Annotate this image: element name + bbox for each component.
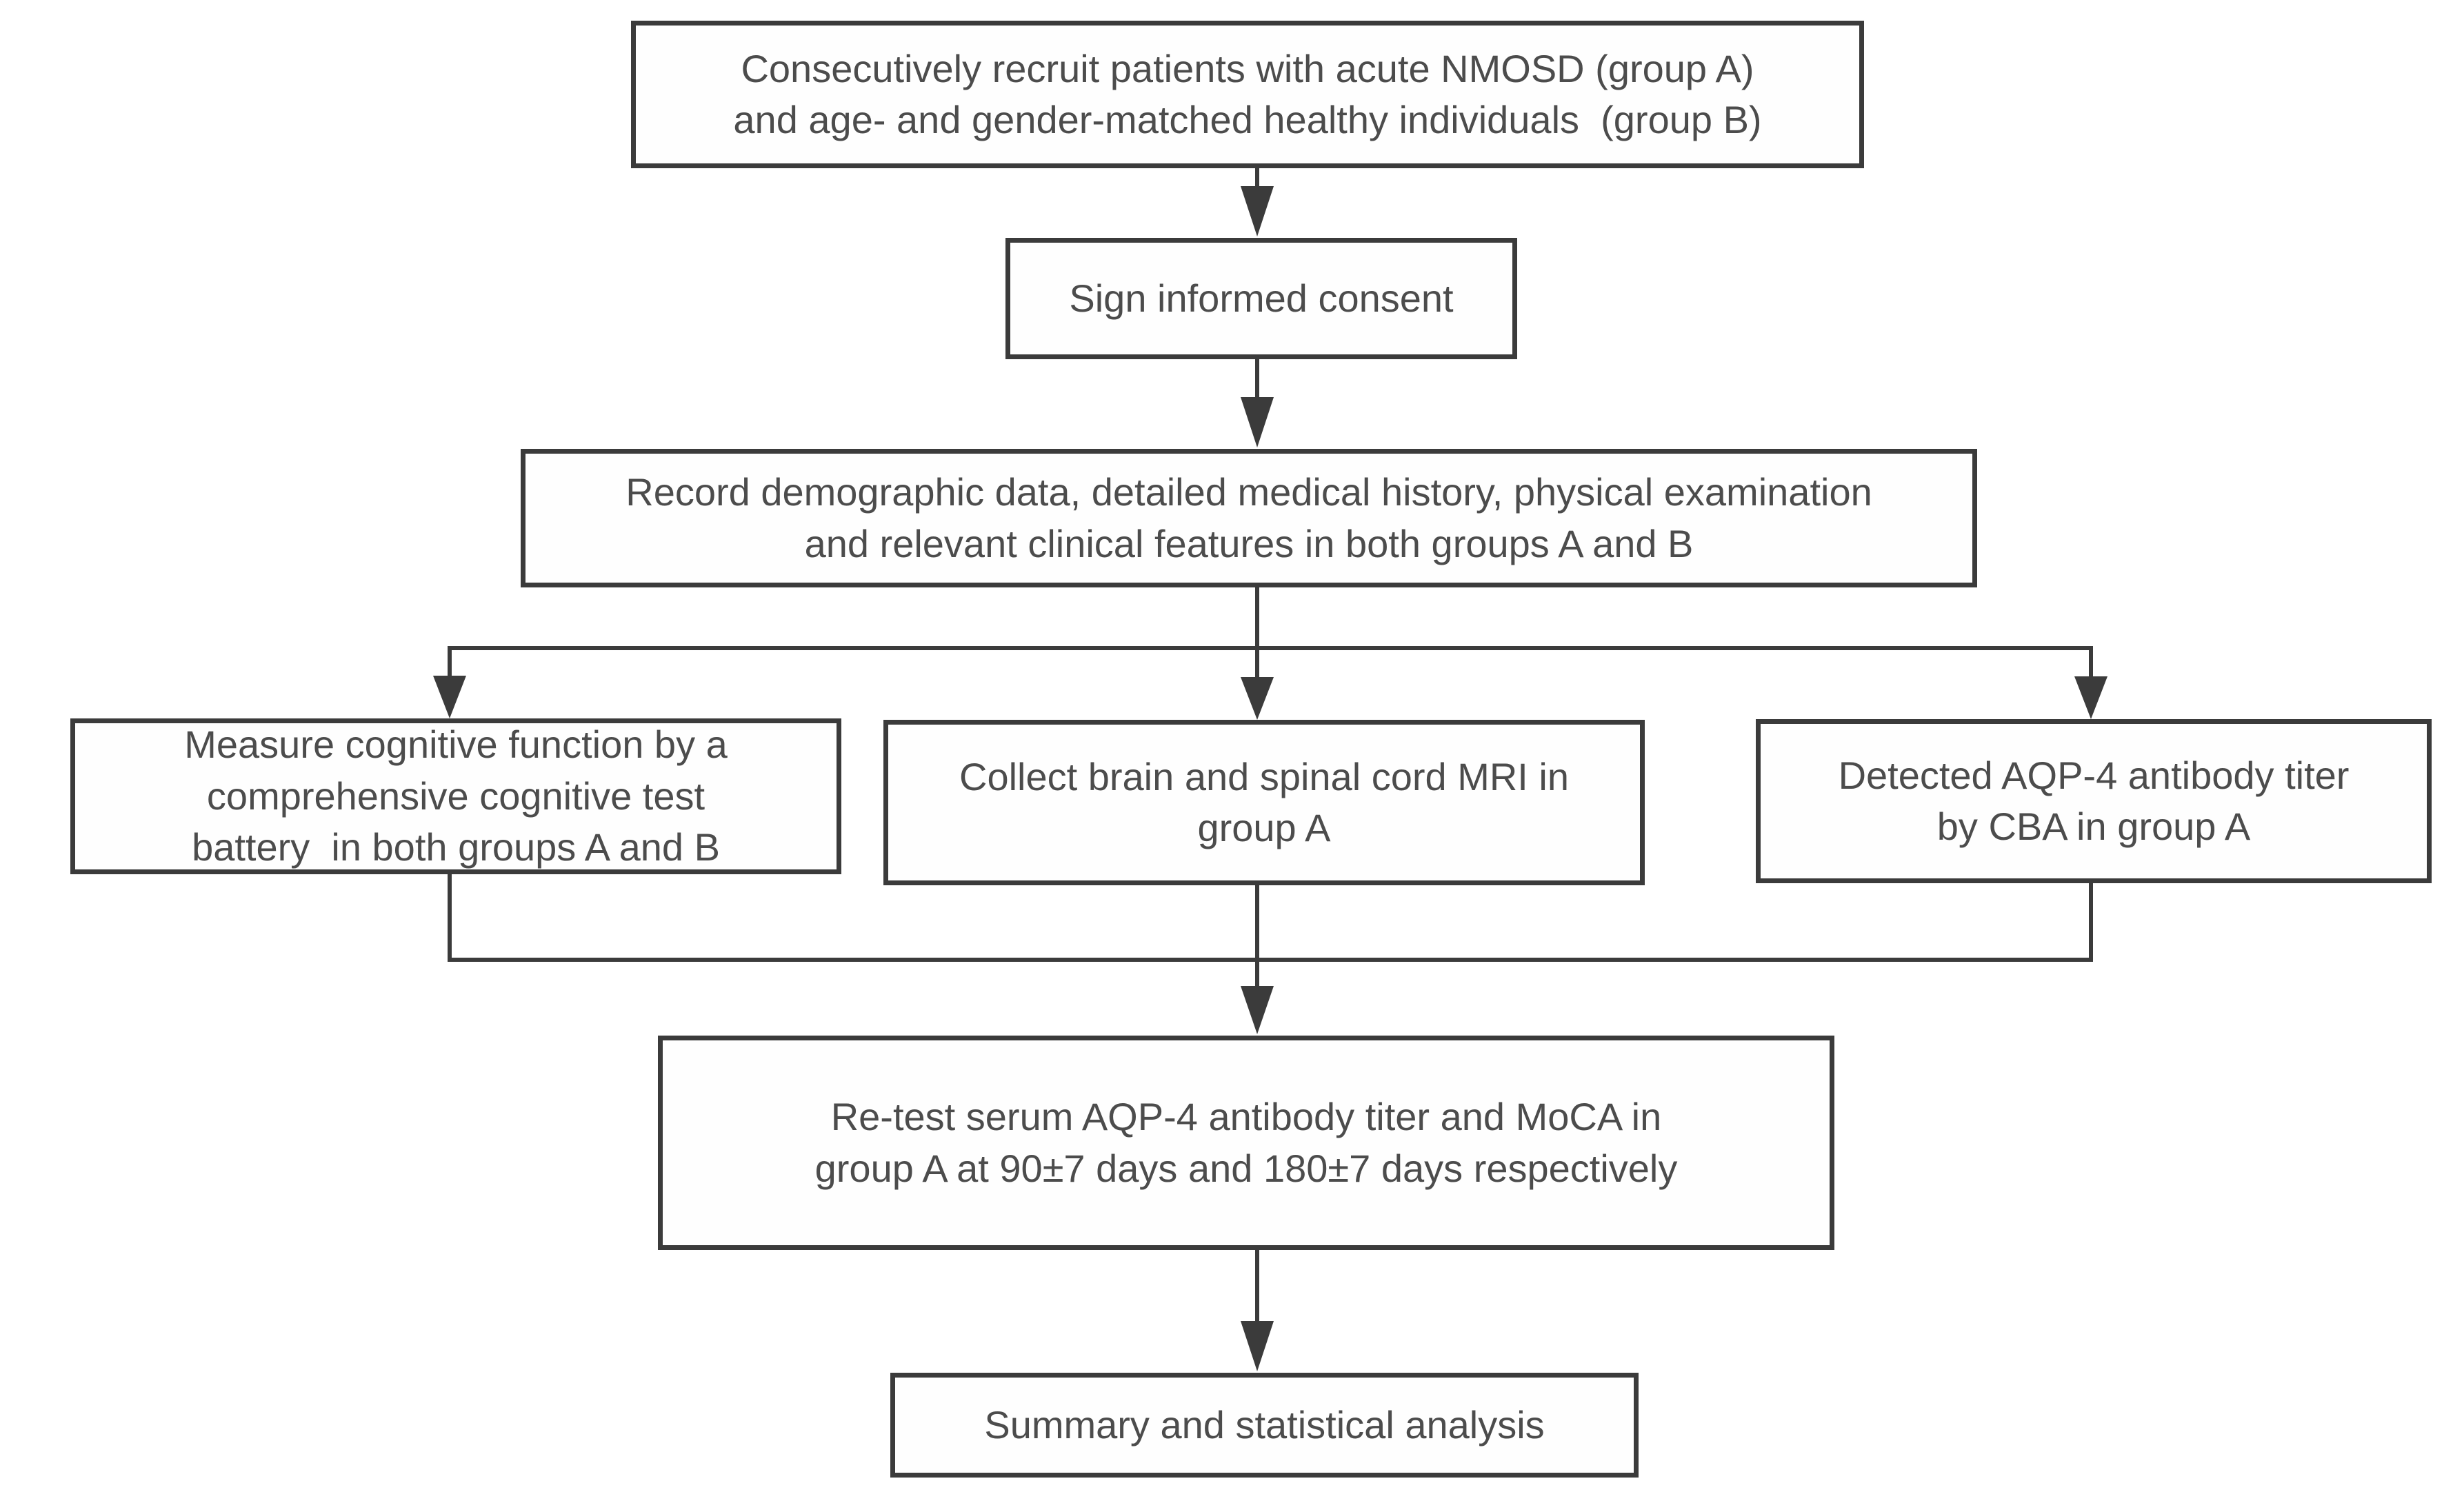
text-line: Re-test serum AQP-4 antibody titer and M…: [830, 1095, 1662, 1139]
text-line: group A: [1197, 806, 1331, 849]
text-line: Detected AQP-4 antibody titer: [1838, 753, 2350, 797]
arrowhead-branch-mri: [1241, 677, 1274, 720]
text-line: Summary and statistical analysis: [984, 1402, 1545, 1447]
arrowhead-branch-cognitive: [433, 676, 466, 718]
text-line: Sign informed consent: [1069, 276, 1454, 320]
arrowhead-branch-aqp4: [2074, 676, 2107, 719]
arrowhead-merge-retest: [1241, 986, 1274, 1034]
text-line: by CBA in group A: [1936, 805, 2251, 848]
node-measure-cognitive-function: Measure cognitive function by a comprehen…: [70, 718, 841, 874]
arrowhead-retest-summary: [1241, 1321, 1274, 1371]
node-retest-aqp4-moca: Re-test serum AQP-4 antibody titer and M…: [658, 1036, 1834, 1250]
text-line: Measure cognitive function by a: [184, 723, 728, 767]
text-line: group A at 90±7 days and 180±7 days resp…: [814, 1146, 1678, 1190]
text-line: battery in both groups A and B: [192, 825, 720, 869]
node-collect-mri: Collect brain and spinal cord MRI in grou…: [883, 720, 1645, 885]
node-sign-informed-consent: Sign informed consent: [1005, 238, 1517, 359]
text-line: Record demographic data, detailed medica…: [625, 470, 1872, 514]
node-detect-aqp4-antibody: Detected AQP-4 antibody titer by CBA in g…: [1756, 719, 2432, 883]
text-line: Collect brain and spinal cord MRI in: [959, 754, 1569, 798]
text-line: comprehensive cognitive test: [206, 774, 705, 818]
node-recruit-patients: Consecutively recruit patients with acut…: [631, 21, 1864, 168]
arrowhead-consent-record: [1241, 397, 1274, 447]
text-line: and age- and gender-matched healthy indi…: [733, 98, 1762, 141]
node-record-demographic-data: Record demographic data, detailed medica…: [521, 449, 1977, 587]
text-line: Consecutively recruit patients with acut…: [741, 46, 1754, 90]
arrowhead-recruit-consent: [1241, 186, 1274, 236]
text-line: and relevant clinical features in both g…: [804, 521, 1694, 565]
node-summary-statistical-analysis: Summary and statistical analysis: [890, 1373, 1639, 1478]
